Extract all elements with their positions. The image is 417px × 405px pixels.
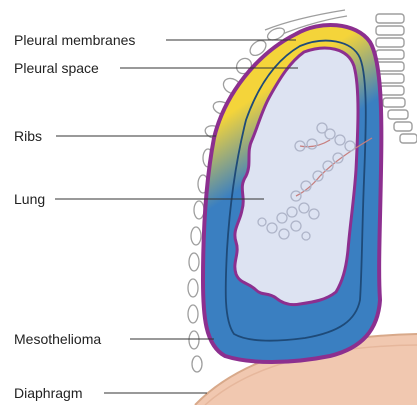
labels: Pleural membranes Pleural space Ribs Lun… <box>14 32 135 401</box>
label-lung: Lung <box>14 191 45 207</box>
label-pleural-membranes: Pleural membranes <box>14 32 135 48</box>
label-ribs: Ribs <box>14 128 42 144</box>
label-mesothelioma: Mesothelioma <box>14 331 101 347</box>
label-diaphragm: Diaphragm <box>14 385 82 401</box>
label-pleural-space: Pleural space <box>14 60 99 76</box>
